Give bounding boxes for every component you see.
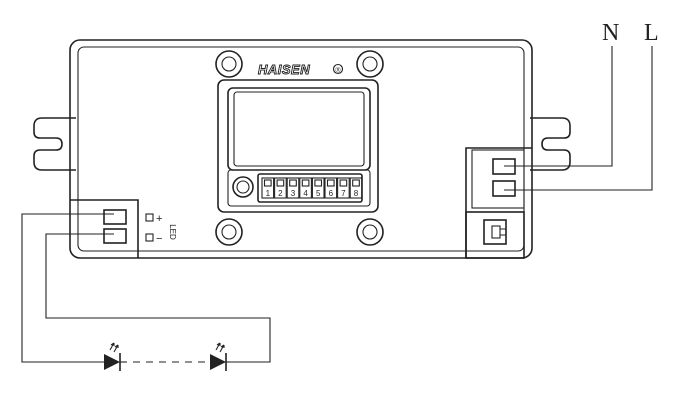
terminal-plus-slot <box>103 209 127 225</box>
terminal-minus-slot <box>103 228 127 244</box>
led-negative-wire <box>45 233 271 363</box>
dip-switch-number: 3 <box>291 189 296 198</box>
dip-switch-4[interactable]: 4 <box>299 177 312 199</box>
live-label: L <box>644 20 659 46</box>
screw-hole-top-right <box>356 50 384 78</box>
potentiometer-knob <box>232 176 254 198</box>
dip-switch-number: 2 <box>278 189 283 198</box>
terminal-l-slot <box>492 180 516 197</box>
neutral-label: N <box>602 20 619 46</box>
dip-switch-number: 1 <box>266 189 271 198</box>
input-terminal-block <box>465 147 532 258</box>
dip-switch-2[interactable]: 2 <box>274 177 287 199</box>
screw-hole-top-left <box>215 50 243 78</box>
dip-switch-number: 8 <box>354 189 359 198</box>
dip-switch-number: 5 <box>316 189 321 198</box>
brand-logo: HAISEN <box>258 62 310 77</box>
live-wire <box>504 46 653 191</box>
svg-text:®: ® <box>335 67 341 75</box>
dip-switch-7[interactable]: 7 <box>337 177 350 199</box>
svg-text:−: − <box>156 233 162 245</box>
output-polarity-labels: + − LED <box>145 213 177 245</box>
dip-switch-1[interactable]: 1 <box>261 177 275 199</box>
screw-hole-bottom-right <box>356 218 384 246</box>
ground-terminal-block <box>465 211 525 259</box>
ground-terminal-slot <box>483 219 507 245</box>
dip-switch-3[interactable]: 3 <box>286 177 300 199</box>
led-positive-wire <box>21 213 114 363</box>
center-module <box>217 79 379 213</box>
right-mounting-ear <box>530 117 571 171</box>
dip-switch-number: 7 <box>341 189 346 198</box>
driver-housing <box>69 39 533 259</box>
dip-switch-8[interactable]: 8 <box>349 177 363 199</box>
led-diode-icon <box>210 342 230 371</box>
led-diode-icon <box>104 342 121 371</box>
left-mounting-ear <box>33 117 76 171</box>
screw-hole-bottom-left <box>215 218 243 246</box>
led-label: LED <box>168 224 177 240</box>
dip-switch-5[interactable]: 5 <box>311 177 325 199</box>
dip-switch-number: 4 <box>303 189 308 198</box>
output-terminal-block <box>70 199 139 258</box>
dip-switch-6[interactable]: 6 <box>324 177 338 199</box>
neutral-wire <box>504 46 613 167</box>
svg-text:+: + <box>156 213 162 225</box>
dip-switch-number: 6 <box>329 189 334 198</box>
registered-mark-icon: ® <box>332 63 344 75</box>
